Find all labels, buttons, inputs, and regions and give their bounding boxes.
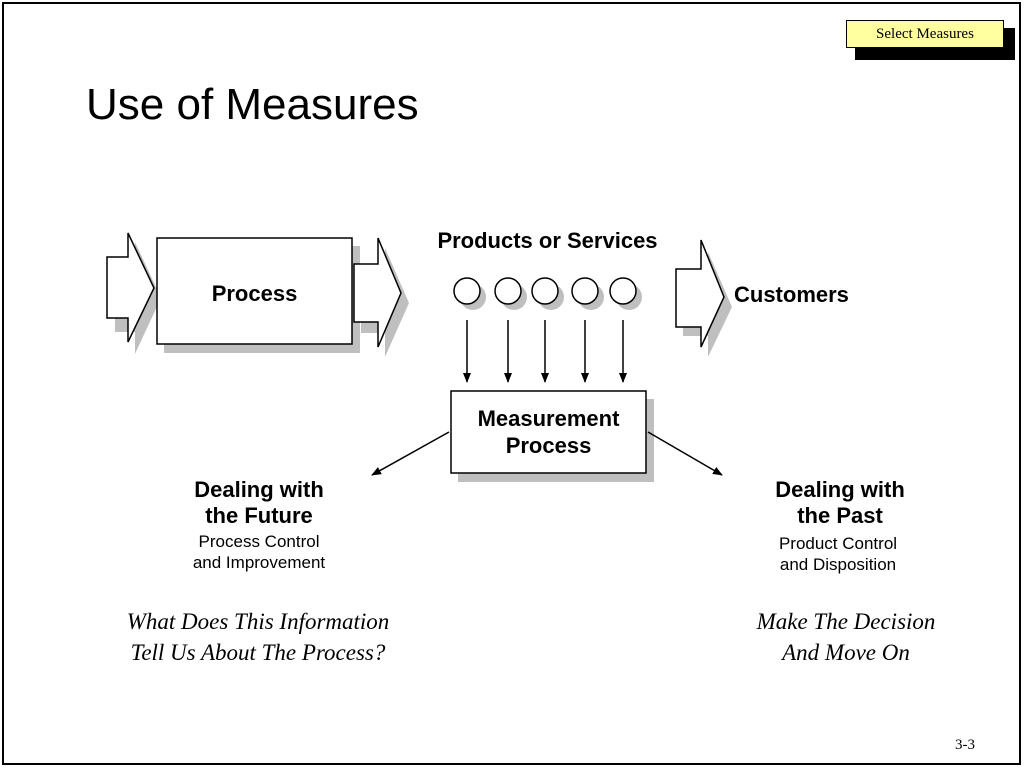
past-detail-line: Product Control [778, 534, 898, 553]
past-heading: Dealing with the Past [740, 477, 940, 529]
product-circle [494, 277, 522, 305]
future-detail: Process Control and Improvement [159, 531, 359, 573]
future-arrow [371, 431, 450, 476]
products-label: Products or Services [437, 228, 658, 253]
product-circle [453, 277, 481, 305]
future-question-line: Tell Us About The Process? [130, 640, 386, 665]
future-heading-line: the Future [205, 503, 313, 528]
future-question-line: What Does This Information [126, 609, 390, 634]
process-output-arrow [353, 237, 409, 357]
past-heading-line: Dealing with [775, 477, 905, 502]
input-arrow [106, 232, 161, 354]
slide-title: Use of Measures [86, 80, 419, 129]
future-detail-line: Process Control [198, 532, 320, 551]
measurement-label-line: Measurement [477, 406, 620, 431]
measurement-label-line: Process [505, 433, 592, 458]
past-detail-line: and Disposition [779, 555, 897, 574]
measurement-label: Measurement Process [451, 405, 646, 459]
product-circles [453, 277, 642, 310]
measurement-box [450, 390, 654, 482]
process-label: Process [211, 281, 298, 306]
product-circle [609, 277, 637, 305]
customers-label: Customers [734, 282, 849, 307]
past-question-line: Make The Decision [756, 609, 936, 634]
page-number: 3-3 [955, 737, 975, 753]
future-heading-line: Dealing with [194, 477, 324, 502]
past-arrow [647, 431, 723, 476]
future-question: What Does This Information Tell Us About… [90, 606, 426, 668]
customer-arrow [675, 239, 732, 357]
past-question: Make The Decision And Move On [706, 606, 986, 668]
future-heading: Dealing with the Future [159, 477, 359, 529]
past-question-line: And Move On [782, 640, 910, 665]
product-circle [571, 277, 599, 305]
section-badge: Select Measures [846, 20, 1004, 48]
past-detail: Product Control and Disposition [738, 533, 938, 575]
process-box [156, 237, 360, 353]
product-circle [531, 277, 559, 305]
future-detail-line: and Improvement [192, 553, 326, 572]
past-heading-line: the Past [797, 503, 883, 528]
measurement-input-arrows [463, 320, 627, 383]
